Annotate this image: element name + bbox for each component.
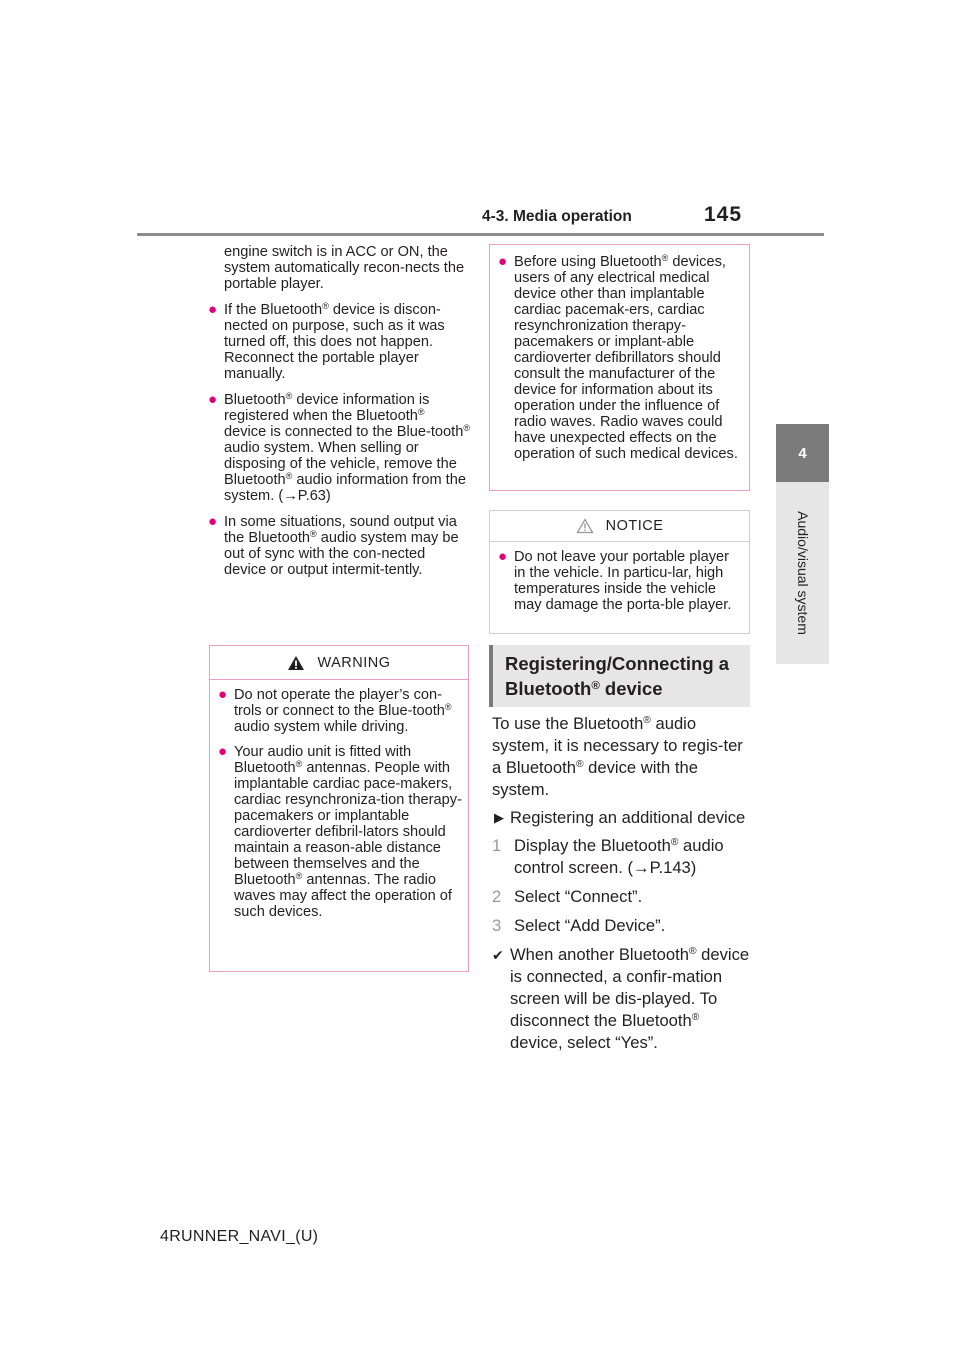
- page-number: 145: [704, 203, 743, 226]
- notice-title: NOTICE: [490, 511, 749, 542]
- bullet-icon: ●: [498, 253, 508, 270]
- header-rule: [137, 233, 824, 236]
- step-number: 3: [492, 916, 502, 935]
- page-reference-link[interactable]: P.63: [297, 488, 326, 504]
- chapter-tab-number: 4: [776, 424, 829, 482]
- note-item: ✔ When another Bluetooth® device is conn…: [492, 945, 750, 1052]
- step-item: 2 Select “Connect”.: [492, 887, 643, 906]
- list-item: ● Do not leave your portable player in t…: [498, 548, 732, 614]
- triangle-bullet-icon: ▶: [494, 810, 504, 825]
- section-heading: Registering/Connecting a Bluetooth® devi…: [489, 645, 750, 707]
- intro-paragraph: To use the Bluetooth® audio system, it i…: [492, 714, 743, 799]
- step-item: 1 Display the Bluetooth® audio control s…: [492, 836, 724, 877]
- chapter-label: Audio/visual system: [794, 511, 811, 635]
- bullet-icon: ●: [208, 301, 218, 318]
- model-footer: 4RUNNER_NAVI_(U): [160, 1228, 319, 1245]
- notice-box: NOTICE ● Do not leave your portable play…: [489, 510, 750, 634]
- warning-title: WARNING: [210, 646, 468, 680]
- notice-triangle-icon: [575, 518, 594, 534]
- list-item: ● Bluetooth® device information is regis…: [208, 391, 471, 505]
- subheading: ▶ Registering an additional device: [494, 808, 746, 827]
- chapter-number: 4: [798, 444, 807, 462]
- left-column: engine switch is in ACC or ON, the syste…: [208, 244, 470, 588]
- bullet-icon: ●: [208, 513, 218, 530]
- list-item: ● If the Bluetooth® device is discon-nec…: [208, 301, 445, 383]
- chapter-tab: [776, 482, 829, 664]
- step-number: 1: [492, 836, 502, 855]
- continued-text: engine switch is in ACC or ON, the syste…: [224, 244, 465, 292]
- bullet-icon: ●: [218, 743, 228, 760]
- page-reference-link[interactable]: P.143: [649, 858, 691, 877]
- warning-box-continued: ● Before using Bluetooth® devices, users…: [489, 244, 750, 491]
- warning-triangle-icon: [288, 655, 305, 670]
- chapter-tab-label: Audio/visual system: [776, 482, 829, 664]
- list-item: ● In some situations, sound output via t…: [208, 513, 459, 579]
- warning-box: WARNING ● Do not operate the player’s co…: [209, 645, 469, 972]
- check-bullet-icon: ✔: [492, 947, 504, 963]
- right-column: To use the Bluetooth® audio system, it i…: [492, 713, 754, 1054]
- section-header: 4-3. Media operation: [482, 208, 632, 225]
- step-number: 2: [492, 887, 502, 906]
- bullet-icon: ●: [498, 548, 508, 565]
- arrow-icon: →: [283, 488, 298, 504]
- bullet-icon: ●: [208, 391, 218, 408]
- step-item: 3 Select “Add Device”.: [492, 916, 666, 935]
- list-item: ● Do not operate the player’s con-trols …: [218, 686, 452, 736]
- arrow-icon: →: [632, 858, 650, 877]
- list-item: ● Your audio unit is fitted with Bluetoo…: [218, 743, 462, 921]
- list-item: ● Before using Bluetooth® devices, users…: [498, 253, 738, 463]
- bullet-icon: ●: [218, 686, 228, 703]
